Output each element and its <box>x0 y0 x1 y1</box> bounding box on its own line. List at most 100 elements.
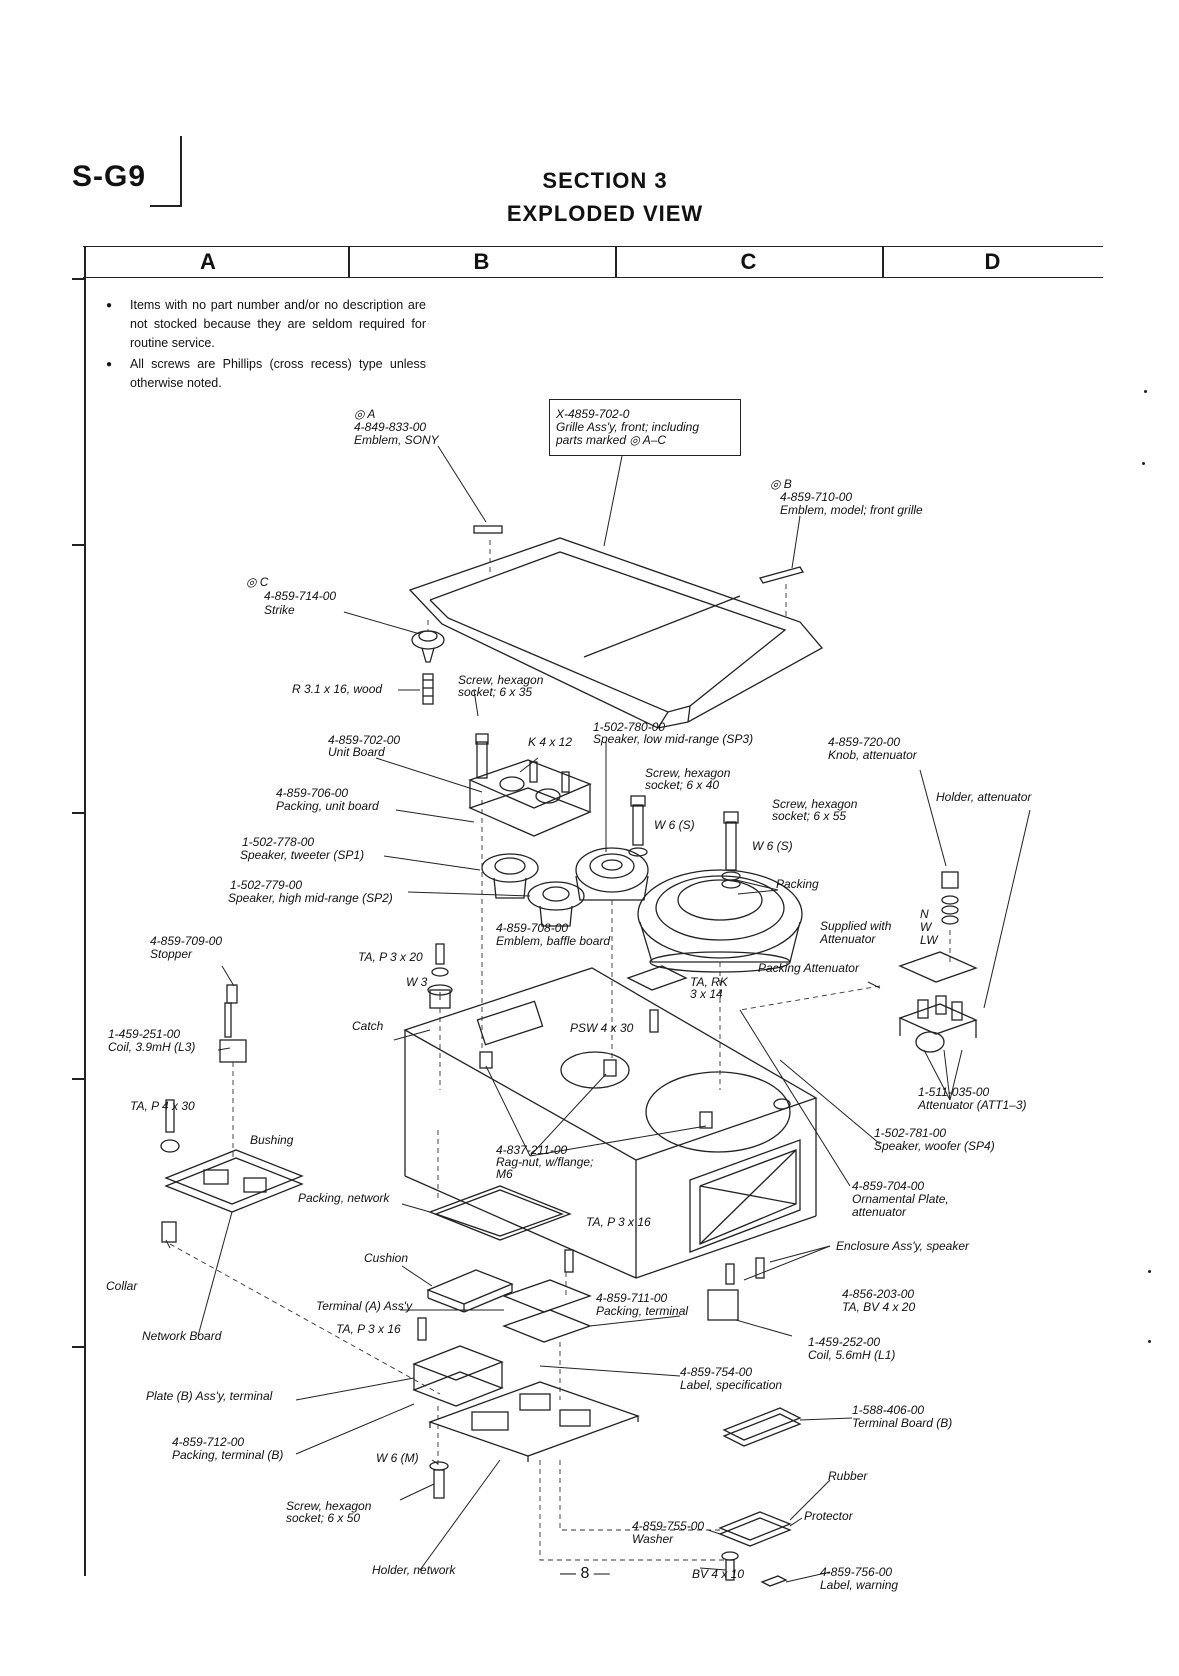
margin-tick <box>72 278 86 280</box>
callout-stopper-desc: Stopper <box>150 947 193 961</box>
callout-coil-l3-desc: Coil, 3.9mH (L3) <box>108 1040 195 1054</box>
svg-text:4-859-756-00: 4-859-756-00 <box>820 1565 892 1579</box>
callout-ragnut-desc: Rag-nut, w/flange; <box>496 1155 593 1169</box>
callout-emblem-sony-part: 4-849-833-00 <box>354 420 426 434</box>
callout-ornamental-part: 4-859-704-00 <box>852 1179 924 1193</box>
callout-collar: Collar <box>106 1279 138 1293</box>
callout-holder-attenuator: Holder, attenuator <box>936 790 1032 804</box>
grid-column-d: D <box>984 249 1001 274</box>
speaker-woofer <box>637 869 803 973</box>
callout-tabv-desc: TA, BV 4 x 20 <box>842 1300 915 1314</box>
strike-part <box>411 630 445 705</box>
callout-terminal-a: Terminal (A) Ass'y <box>316 1299 413 1313</box>
callout-emblem-sony-desc: Emblem, SONY <box>354 433 440 447</box>
callout-psw: PSW 4 x 30 <box>570 1021 634 1035</box>
svg-text:Speaker, tweeter (SP1): Speaker, tweeter (SP1) <box>240 848 364 862</box>
svg-text:Screw, hexagon: Screw, hexagon <box>458 673 544 687</box>
svg-text:Coil, 3.9mH (L3): Coil, 3.9mH (L3) <box>108 1040 195 1054</box>
scan-speck <box>1144 390 1147 393</box>
svg-text:Bushing: Bushing <box>250 1133 294 1147</box>
callout-bv4x10: BV 4 x 10 <box>692 1567 744 1581</box>
callout-emblem-baffle-part: 4-859-708-00 <box>496 921 568 935</box>
margin-tick <box>72 812 86 814</box>
svg-text:4-859-706-00: 4-859-706-00 <box>276 786 348 800</box>
svg-text:Coil, 5.6mH (L1): Coil, 5.6mH (L1) <box>808 1348 895 1362</box>
svg-text:Cushion: Cushion <box>364 1251 408 1265</box>
model-underline <box>150 205 182 207</box>
svg-text:PSW 4 x 30: PSW 4 x 30 <box>570 1021 634 1035</box>
grille-assembly <box>408 525 824 729</box>
callout-catch: Catch <box>352 1019 384 1033</box>
callout-network-board: Network Board <box>142 1329 222 1343</box>
svg-text:M6: M6 <box>496 1167 513 1181</box>
callout-type-n: N <box>920 907 929 921</box>
margin-tick <box>72 1346 86 1348</box>
page-title: EXPLODED VIEW <box>506 201 704 226</box>
callout-packing-unit-desc: Packing, unit board <box>276 799 379 813</box>
callout-coil-l3-part: 1-459-251-00 <box>108 1027 180 1041</box>
callout-ornamental-desc: Ornamental Plate, <box>852 1192 949 1206</box>
svg-text:Supplied with: Supplied with <box>820 919 892 933</box>
coil-l1 <box>707 1257 765 1321</box>
svg-text:W 6 (M): W 6 (M) <box>376 1451 419 1465</box>
section-heading: SECTION 3 <box>542 168 668 193</box>
callout-tabv-part: 4-856-203-00 <box>842 1287 914 1301</box>
callout-w6m: W 6 (M) <box>376 1451 419 1465</box>
callout-w6s-a: W 6 (S) <box>654 818 695 832</box>
svg-text:Protector: Protector <box>804 1509 854 1523</box>
note-item: Items with no part number and/or no desc… <box>106 296 426 353</box>
enclosure-box <box>403 967 818 1279</box>
callout-w6s-b: W 6 (S) <box>752 839 793 853</box>
svg-text:Screw, hexagon: Screw, hexagon <box>286 1499 372 1513</box>
callout-strike-part: 4-859-714-00 <box>264 589 336 603</box>
unit-board <box>468 733 592 837</box>
svg-text:4-859-711-00: 4-859-711-00 <box>596 1291 667 1305</box>
svg-text:attenuator: attenuator <box>852 1205 907 1219</box>
svg-text:Holder, attenuator: Holder, attenuator <box>936 790 1032 804</box>
svg-text:socket; 6 x 50: socket; 6 x 50 <box>286 1511 360 1525</box>
callout-screw-35-size: socket; 6 x 35 <box>458 685 532 699</box>
callout-w3: W 3 <box>406 975 428 989</box>
callout-tap3x16-b: TA, P 3 x 16 <box>336 1322 401 1336</box>
svg-text:1-502-780-00: 1-502-780-00 <box>593 720 665 734</box>
callout-sp3-part: 1-502-780-00 <box>593 720 665 734</box>
margin-tick <box>72 544 86 546</box>
callout-tark: TA, RK <box>690 975 729 989</box>
svg-text:K 4 x 12: K 4 x 12 <box>528 735 572 749</box>
svg-text:N: N <box>920 907 929 921</box>
callout-sp4-desc: Speaker, woofer (SP4) <box>874 1139 995 1153</box>
svg-text:Stopper: Stopper <box>150 947 193 961</box>
svg-text:4-859-720-00: 4-859-720-00 <box>828 735 900 749</box>
svg-text:4-859-712-00: 4-859-712-00 <box>172 1435 244 1449</box>
svg-text:Label, specification: Label, specification <box>680 1378 782 1392</box>
svg-text:Rubber: Rubber <box>828 1469 868 1483</box>
callout-sp3-desc: Speaker, low mid-range (SP3) <box>593 732 753 746</box>
plate-b <box>412 1317 504 1407</box>
svg-text:TA, P 3 x 16: TA, P 3 x 16 <box>586 1215 651 1229</box>
svg-text:◎ B: ◎ B <box>770 477 792 491</box>
callout-stopper-part: 4-859-709-00 <box>150 934 222 948</box>
scan-speck <box>1148 1340 1151 1343</box>
callout-tap3x20: TA, P 3 x 20 <box>358 950 423 964</box>
svg-text:socket; 6 x 40: socket; 6 x 40 <box>645 778 719 792</box>
callout-holder-network: Holder, network <box>372 1563 456 1577</box>
callout-tap3x16-a: TA, P 3 x 16 <box>586 1215 651 1229</box>
svg-text:Strike: Strike <box>264 603 295 617</box>
svg-text:Emblem, model; front grille: Emblem, model; front grille <box>780 503 923 517</box>
grid-separator <box>882 247 884 277</box>
callout-screw-50-size: socket; 6 x 50 <box>286 1511 360 1525</box>
svg-text:4-859-709-00: 4-859-709-00 <box>150 934 222 948</box>
callout-protector: Protector <box>804 1509 854 1523</box>
svg-text:Screw, hexagon: Screw, hexagon <box>772 797 858 811</box>
callout-supplied-att: Attenuator <box>819 932 876 946</box>
svg-text:4-849-833-00: 4-849-833-00 <box>354 420 426 434</box>
svg-text:TA, RK: TA, RK <box>690 975 729 989</box>
grille-callout-box <box>549 399 741 456</box>
callout-strike-desc: Strike <box>264 603 295 617</box>
callout-plate-b: Plate (B) Ass'y, terminal <box>146 1389 273 1403</box>
catch-part <box>427 943 713 1129</box>
callout-screw-40-size: socket; 6 x 40 <box>645 778 719 792</box>
callout-sp1-desc: Speaker, tweeter (SP1) <box>240 848 364 862</box>
terminal-board-b <box>722 1407 802 1447</box>
svg-text:Catch: Catch <box>352 1019 384 1033</box>
